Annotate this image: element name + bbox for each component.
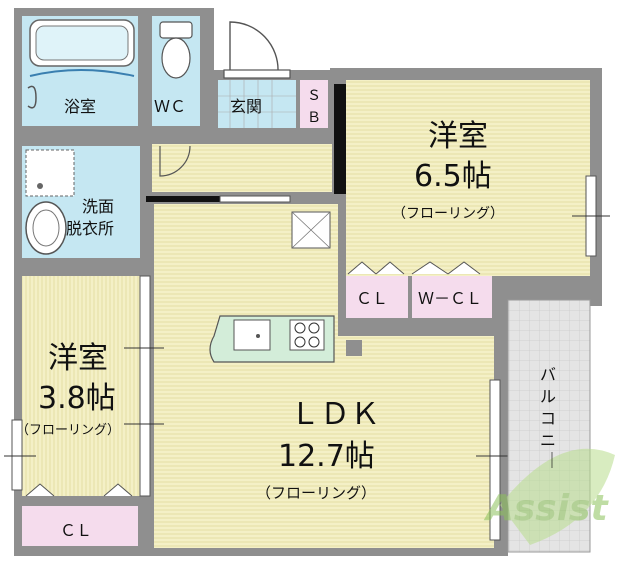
bath-label: 浴室 (64, 97, 96, 116)
balcony-char-1: バ (540, 365, 556, 384)
wc-label: ＷＣ (154, 97, 186, 116)
shoe-box-label: Ｓ Ｂ (307, 88, 325, 126)
bedroom-1-size: 6.5帖 (414, 159, 492, 194)
walk-in-closet-label: Ｗ－ＣＬ (418, 289, 482, 308)
bathroom (22, 16, 138, 126)
bedroom-6-5 (334, 80, 610, 276)
bedroom-2-size: 3.8帖 (38, 381, 116, 416)
closet-row (346, 261, 492, 318)
entrance (218, 80, 296, 128)
room-labels: 浴室 ＷＣ 玄関 Ｓ Ｂ 洗面 脱衣所 洋室 6.5帖 （フローリング） ＣＬ … (16, 88, 560, 540)
watermark-text: Assist (483, 488, 609, 529)
bedroom-3-8 (4, 275, 164, 546)
balcony-char-3: コ (540, 409, 556, 428)
kitchen-counter (209, 315, 335, 363)
ldk-size: 12.7帖 (278, 439, 375, 474)
washroom-line-1: 洗面 (82, 197, 114, 216)
washroom (22, 146, 140, 258)
bedroom-1-name: 洋室 (428, 119, 488, 154)
shoe-box (300, 80, 328, 128)
closet-2-label: ＣＬ (60, 521, 92, 540)
balcony-char-4: ニ (540, 431, 556, 450)
bedroom-2-name: 洋室 (48, 341, 108, 376)
bedroom-1-floor: （フローリング） (392, 206, 504, 222)
washroom-label: 洗面 脱衣所 (66, 197, 119, 238)
entrance-label: 玄関 (230, 97, 262, 116)
assist-watermark: Assist (483, 448, 615, 545)
closet-1-label: ＣＬ (356, 289, 388, 308)
ldk-name: ＬＤＫ (290, 397, 380, 432)
ldk (154, 204, 524, 548)
balcony-label: バ ル コ ニ ｜ (540, 365, 560, 470)
washroom-line-2: 脱衣所 (66, 219, 114, 238)
balcony-char-2: ル (540, 387, 556, 406)
hallway (146, 144, 332, 203)
shoe-box-label-s: Ｓ (307, 88, 321, 104)
toilet (152, 16, 200, 126)
entry-door (223, 16, 291, 79)
ldk-floor: （フローリング） (256, 484, 376, 502)
balcony-char-5: ｜ (544, 451, 560, 470)
bedroom-2-floor: （フローリング） (16, 423, 120, 438)
shoe-box-label-b: Ｂ (307, 110, 321, 126)
